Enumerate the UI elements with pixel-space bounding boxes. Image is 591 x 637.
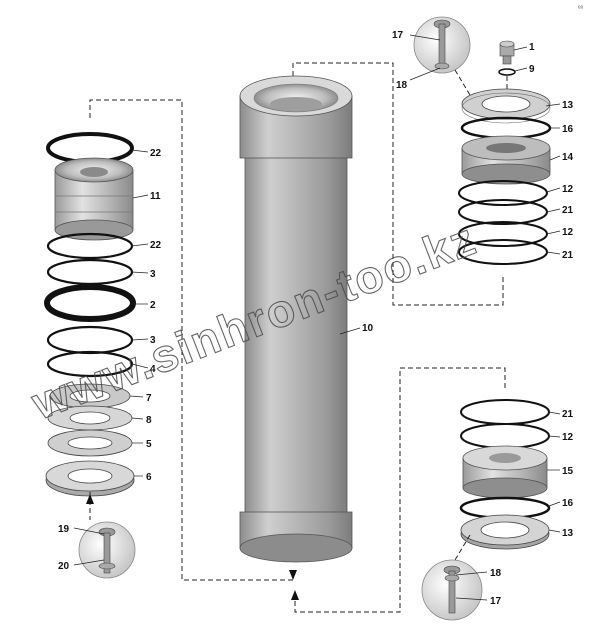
callout-14: 14 <box>562 152 574 163</box>
ring-21-bottom <box>460 399 550 425</box>
callout-17-bottom: 17 <box>490 596 502 607</box>
leader-lines <box>73 34 561 601</box>
washer-7 <box>49 383 131 409</box>
callout-10: 10 <box>362 323 374 334</box>
callout-9: 9 <box>529 64 535 75</box>
bolt-detail-17-18-top <box>413 16 471 74</box>
callout-7: 7 <box>146 393 152 404</box>
ring-21-top-a <box>458 199 548 225</box>
ring-2 <box>44 284 136 322</box>
callout-18-top: 18 <box>396 80 408 91</box>
callout-4: 4 <box>150 364 156 375</box>
ring-3-upper <box>46 258 134 286</box>
callout-12-top-b: 12 <box>562 227 574 238</box>
callout-3-lower: 3 <box>150 335 156 346</box>
callout-12-bottom: 12 <box>562 432 574 443</box>
callout-15: 15 <box>562 466 574 477</box>
callout-21-top-a: 21 <box>562 205 574 216</box>
ring-16-top <box>460 116 552 140</box>
callout-2: 2 <box>150 300 156 311</box>
bottom-right-parts-stack <box>421 399 551 621</box>
bolt-detail-19-20 <box>78 521 136 579</box>
callout-11: 11 <box>150 191 161 202</box>
callout-labels: 17 18 1 9 13 16 14 12 21 12 21 22 11 22 … <box>58 30 574 607</box>
callout-22-top: 22 <box>150 148 162 159</box>
flange-13-bottom <box>460 514 550 550</box>
callout-5: 5 <box>146 439 152 450</box>
callout-21-top-b: 21 <box>562 250 574 261</box>
callout-22-lower: 22 <box>150 240 162 251</box>
ring-12-top-a <box>458 180 548 206</box>
washer-9 <box>498 68 516 76</box>
gland-14 <box>461 135 551 185</box>
callout-20: 20 <box>58 561 70 572</box>
plate-8 <box>47 405 133 431</box>
callout-16-top: 16 <box>562 124 574 135</box>
corner-mark: ᵉᵒ <box>578 5 584 12</box>
left-parts-stack <box>44 132 136 579</box>
callout-13-top: 13 <box>562 100 574 111</box>
callout-17-top: 17 <box>392 30 404 41</box>
flange-13-top <box>461 88 551 124</box>
callout-1: 1 <box>529 42 535 53</box>
callout-21-bottom: 21 <box>562 409 574 420</box>
plate-5 <box>47 429 133 457</box>
callout-6: 6 <box>146 472 152 483</box>
ring-12-bottom <box>460 423 550 449</box>
callout-13-bottom: 13 <box>562 528 574 539</box>
callout-8: 8 <box>146 415 152 426</box>
cylinder-tube-10 <box>239 75 353 563</box>
flange-6 <box>45 460 135 497</box>
piston-11 <box>54 157 134 241</box>
callout-12-top-a: 12 <box>562 184 574 195</box>
callout-19: 19 <box>58 524 70 535</box>
callout-16-bottom: 16 <box>562 498 574 509</box>
fitting-1 <box>499 40 515 65</box>
callout-3-upper: 3 <box>150 269 156 280</box>
callout-18-bottom: 18 <box>490 568 502 579</box>
gland-15 <box>462 445 548 499</box>
bolt-detail-17-18-bottom <box>421 559 483 621</box>
